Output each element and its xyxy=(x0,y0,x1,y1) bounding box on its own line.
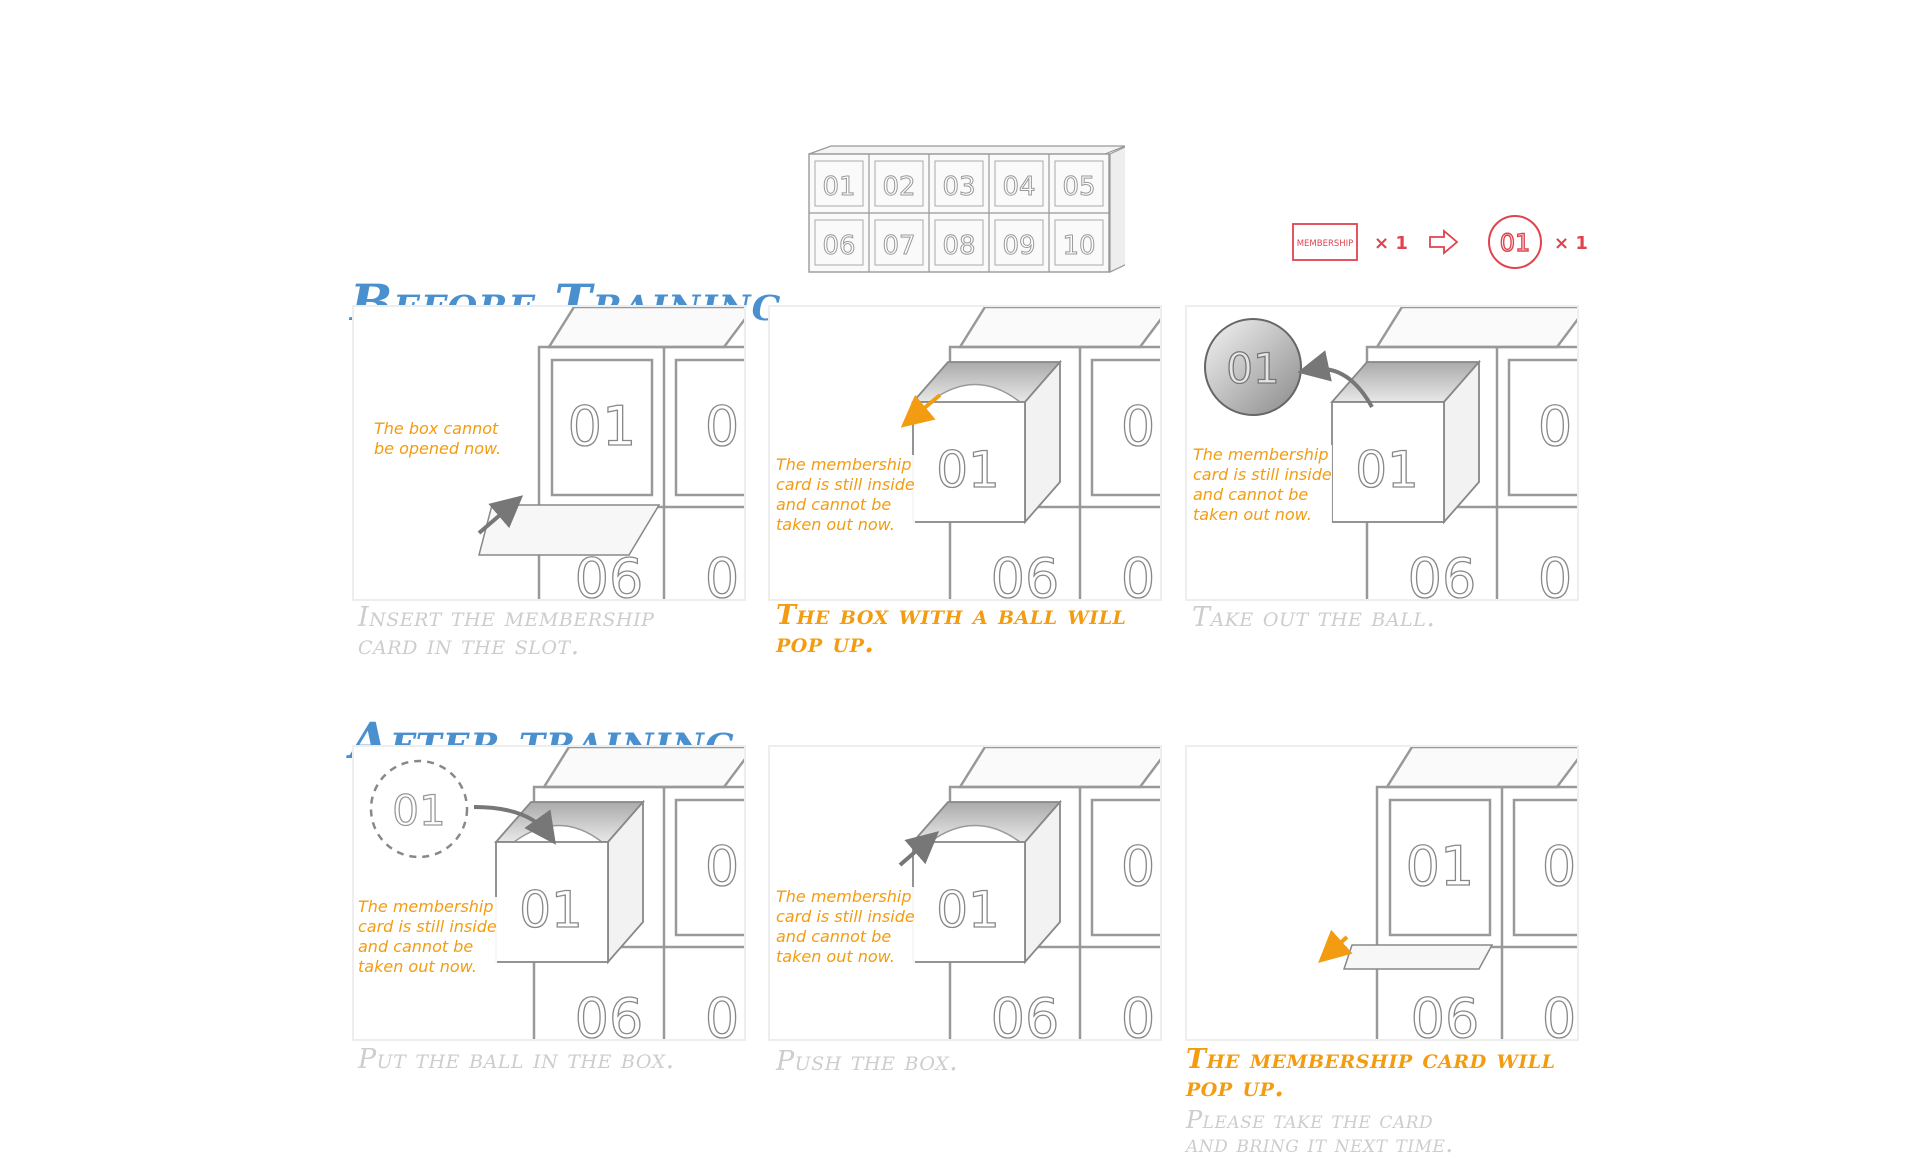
popped-box-icon xyxy=(911,359,1062,525)
card-popped-icon xyxy=(1342,944,1494,970)
box-number-bottom-right: 0 xyxy=(1121,987,1155,1039)
box-number-front: 01 xyxy=(568,395,637,458)
before-caption-3: Take out the ball. xyxy=(1192,602,1436,633)
grid-cell-02: 02 xyxy=(882,172,915,202)
grid-cell-09: 09 xyxy=(1002,231,1035,261)
grid-cell-03: 03 xyxy=(942,172,975,202)
box-number-front: 01 xyxy=(936,881,1000,939)
box-number-bottom: 06 xyxy=(1408,547,1477,599)
grid-cell-08: 08 xyxy=(942,231,975,261)
open-box-icon xyxy=(1330,359,1481,525)
arrow-right-icon xyxy=(1429,229,1459,255)
box-number-bottom: 06 xyxy=(575,987,644,1039)
grid-cell-10: 10 xyxy=(1062,231,1095,261)
insert-arrow-icon xyxy=(477,495,524,535)
box-number-front: 01 xyxy=(1406,835,1475,898)
take-out-arrow-icon xyxy=(1297,350,1374,408)
after-caption-1: Put the ball in the box. xyxy=(358,1044,675,1075)
card-slot-icon xyxy=(478,504,661,556)
grid-cell-06: 06 xyxy=(822,231,855,261)
put-in-arrow-icon xyxy=(473,805,556,845)
grid-cell-04: 04 xyxy=(1002,172,1035,202)
box-number-right: 0 xyxy=(705,395,739,458)
push-arrow-icon xyxy=(898,831,940,867)
box-number-front: 01 xyxy=(519,881,583,939)
ball-number: 01 xyxy=(392,786,445,835)
grid-cell-07: 07 xyxy=(882,231,915,261)
box-number-bottom: 06 xyxy=(991,547,1060,599)
pop-up-arrow-icon xyxy=(900,393,942,428)
exchange-legend: MEMBERSHIP × 1 01 × 1 xyxy=(1290,208,1590,272)
ball-icon xyxy=(1488,215,1542,269)
box-number-front: 01 xyxy=(936,441,1000,499)
box-number-bottom-right: 0 xyxy=(705,987,739,1039)
box-number-bottom-right: 0 xyxy=(705,547,739,599)
box-number-right: 0 xyxy=(1121,835,1155,898)
box-number-right: 0 xyxy=(1542,835,1576,898)
box-number-bottom: 06 xyxy=(1411,987,1480,1039)
box-number-right: 0 xyxy=(1121,395,1155,458)
box-number-bottom: 06 xyxy=(991,987,1060,1039)
ball-quantity: × 1 xyxy=(1554,233,1588,254)
grid-cell-05: 05 xyxy=(1062,172,1095,202)
box-number-bottom-right: 0 xyxy=(1121,547,1155,599)
ball-number: 01 xyxy=(1500,229,1531,257)
after-caption-2: Push the box. xyxy=(776,1046,959,1077)
membership-card-icon xyxy=(1292,223,1358,261)
grid-cell-01: 01 xyxy=(822,172,855,202)
box-number-front: 01 xyxy=(1355,441,1419,499)
card-quantity: × 1 xyxy=(1374,233,1408,254)
box-number-bottom-right: 0 xyxy=(1538,547,1572,599)
ball-number: 01 xyxy=(1226,344,1279,393)
locker-grid-overview: 01 02 03 04 05 06 07 08 09 10 xyxy=(805,140,1128,284)
box-number-right: 0 xyxy=(705,835,739,898)
membership-card-label: MEMBERSHIP xyxy=(1297,239,1354,249)
ball-outline-icon xyxy=(369,759,469,859)
box-number-right: 0 xyxy=(1538,395,1572,458)
card-pop-arrow-icon xyxy=(1318,929,1353,964)
after-panel-3: 01 0 06 0 xyxy=(1185,745,1579,1041)
box-number-bottom-right: 0 xyxy=(1542,987,1576,1039)
